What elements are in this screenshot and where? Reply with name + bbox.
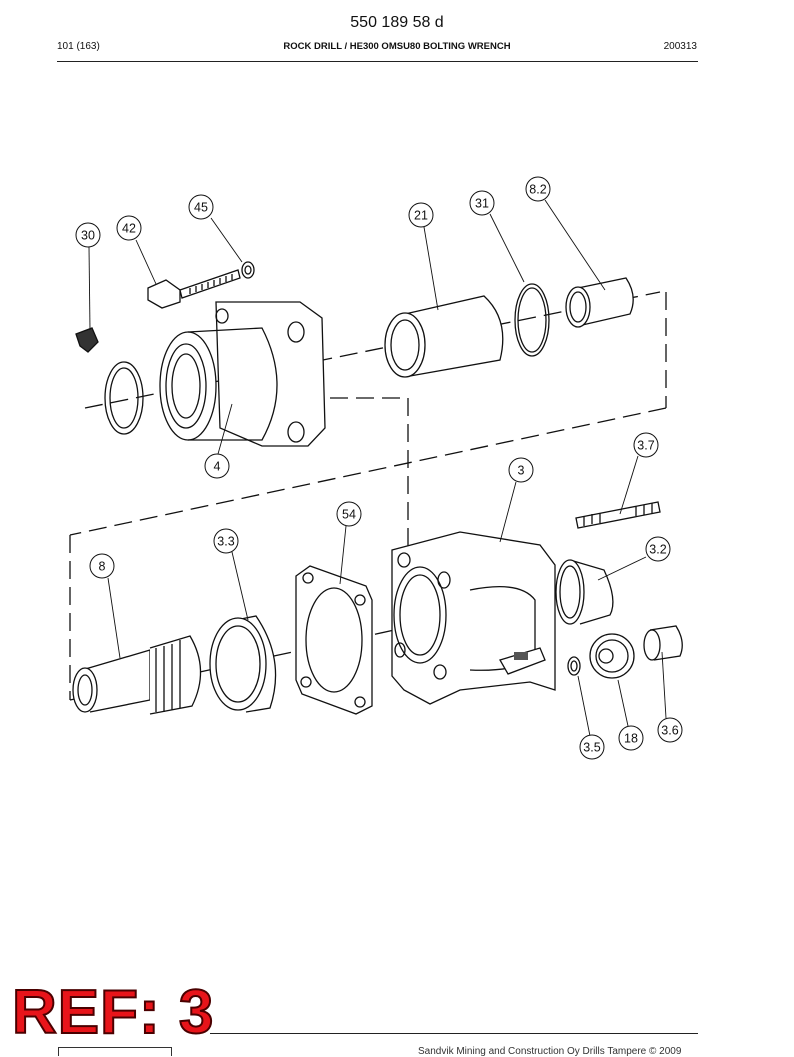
part-31-o-ring xyxy=(514,283,550,357)
document-number: 550 189 58 d xyxy=(350,14,444,31)
part-4-housing xyxy=(159,301,326,447)
callout-8: 8 xyxy=(89,553,115,579)
svg-text:21: 21 xyxy=(414,209,428,223)
part-30-clip xyxy=(75,327,99,353)
leader-lines xyxy=(88,199,667,737)
page-number: 101 (163) xyxy=(57,41,100,52)
part-42-bolt xyxy=(147,269,241,309)
part-45-washer xyxy=(241,261,255,279)
svg-text:3: 3 xyxy=(518,464,525,478)
svg-text:30: 30 xyxy=(81,229,95,243)
part-8-gear-shaft xyxy=(72,635,202,715)
callout-54: 54 xyxy=(336,501,362,527)
part-21-sleeve xyxy=(384,295,504,378)
svg-text:54: 54 xyxy=(342,508,356,522)
revision-date: 200313 xyxy=(663,41,697,52)
svg-text:45: 45 xyxy=(194,201,208,215)
svg-text:8: 8 xyxy=(99,560,106,574)
callout-3-5: 3.5 xyxy=(579,734,605,760)
part-3-5-bushing xyxy=(567,656,581,676)
svg-text:3.2: 3.2 xyxy=(649,543,666,557)
callout-21: 21 xyxy=(408,202,434,228)
ref-stamp: REF: 3 xyxy=(11,978,215,1047)
callout-3-7: 3.7 xyxy=(633,432,659,458)
header-rule xyxy=(57,61,698,62)
svg-text:8.2: 8.2 xyxy=(529,183,546,197)
callout-3-3: 3.3 xyxy=(213,528,239,554)
callout-4: 4 xyxy=(204,453,230,479)
part-3-main-body xyxy=(391,531,556,705)
callout-30: 30 xyxy=(75,222,101,248)
svg-text:3.3: 3.3 xyxy=(217,535,234,549)
svg-text:31: 31 xyxy=(475,197,489,211)
page-title: ROCK DRILL / HE300 OMSU80 BOLTING WRENCH xyxy=(283,41,511,52)
footer-copyright: Sandvik Mining and Construction Oy Drill… xyxy=(418,1046,682,1057)
seal-ring xyxy=(104,361,144,435)
part-8-2-bushing xyxy=(565,277,634,328)
callout-42: 42 xyxy=(116,215,142,241)
callout-18: 18 xyxy=(618,725,644,751)
part-3-7-stud xyxy=(575,501,661,529)
callout-45: 45 xyxy=(188,194,214,220)
part-3-6-bushing xyxy=(643,625,683,661)
callout-31: 31 xyxy=(469,190,495,216)
callout-3-2: 3.2 xyxy=(645,536,671,562)
svg-text:18: 18 xyxy=(624,732,638,746)
part-54-gasket xyxy=(295,565,373,715)
svg-text:3.5: 3.5 xyxy=(583,741,600,755)
callout-8-2: 8.2 xyxy=(525,176,551,202)
svg-text:4: 4 xyxy=(214,460,221,474)
brand-logo-strip xyxy=(58,1047,172,1056)
callout-3: 3 xyxy=(508,457,534,483)
svg-text:42: 42 xyxy=(122,222,136,236)
svg-text:3.7: 3.7 xyxy=(637,439,654,453)
footer-rule xyxy=(210,1033,698,1034)
part-18-gear xyxy=(589,633,635,679)
part-3-2-ring xyxy=(555,559,614,625)
svg-text:3.6: 3.6 xyxy=(661,724,678,738)
callout-3-6: 3.6 xyxy=(657,717,683,743)
part-3-3-ring xyxy=(209,615,277,713)
